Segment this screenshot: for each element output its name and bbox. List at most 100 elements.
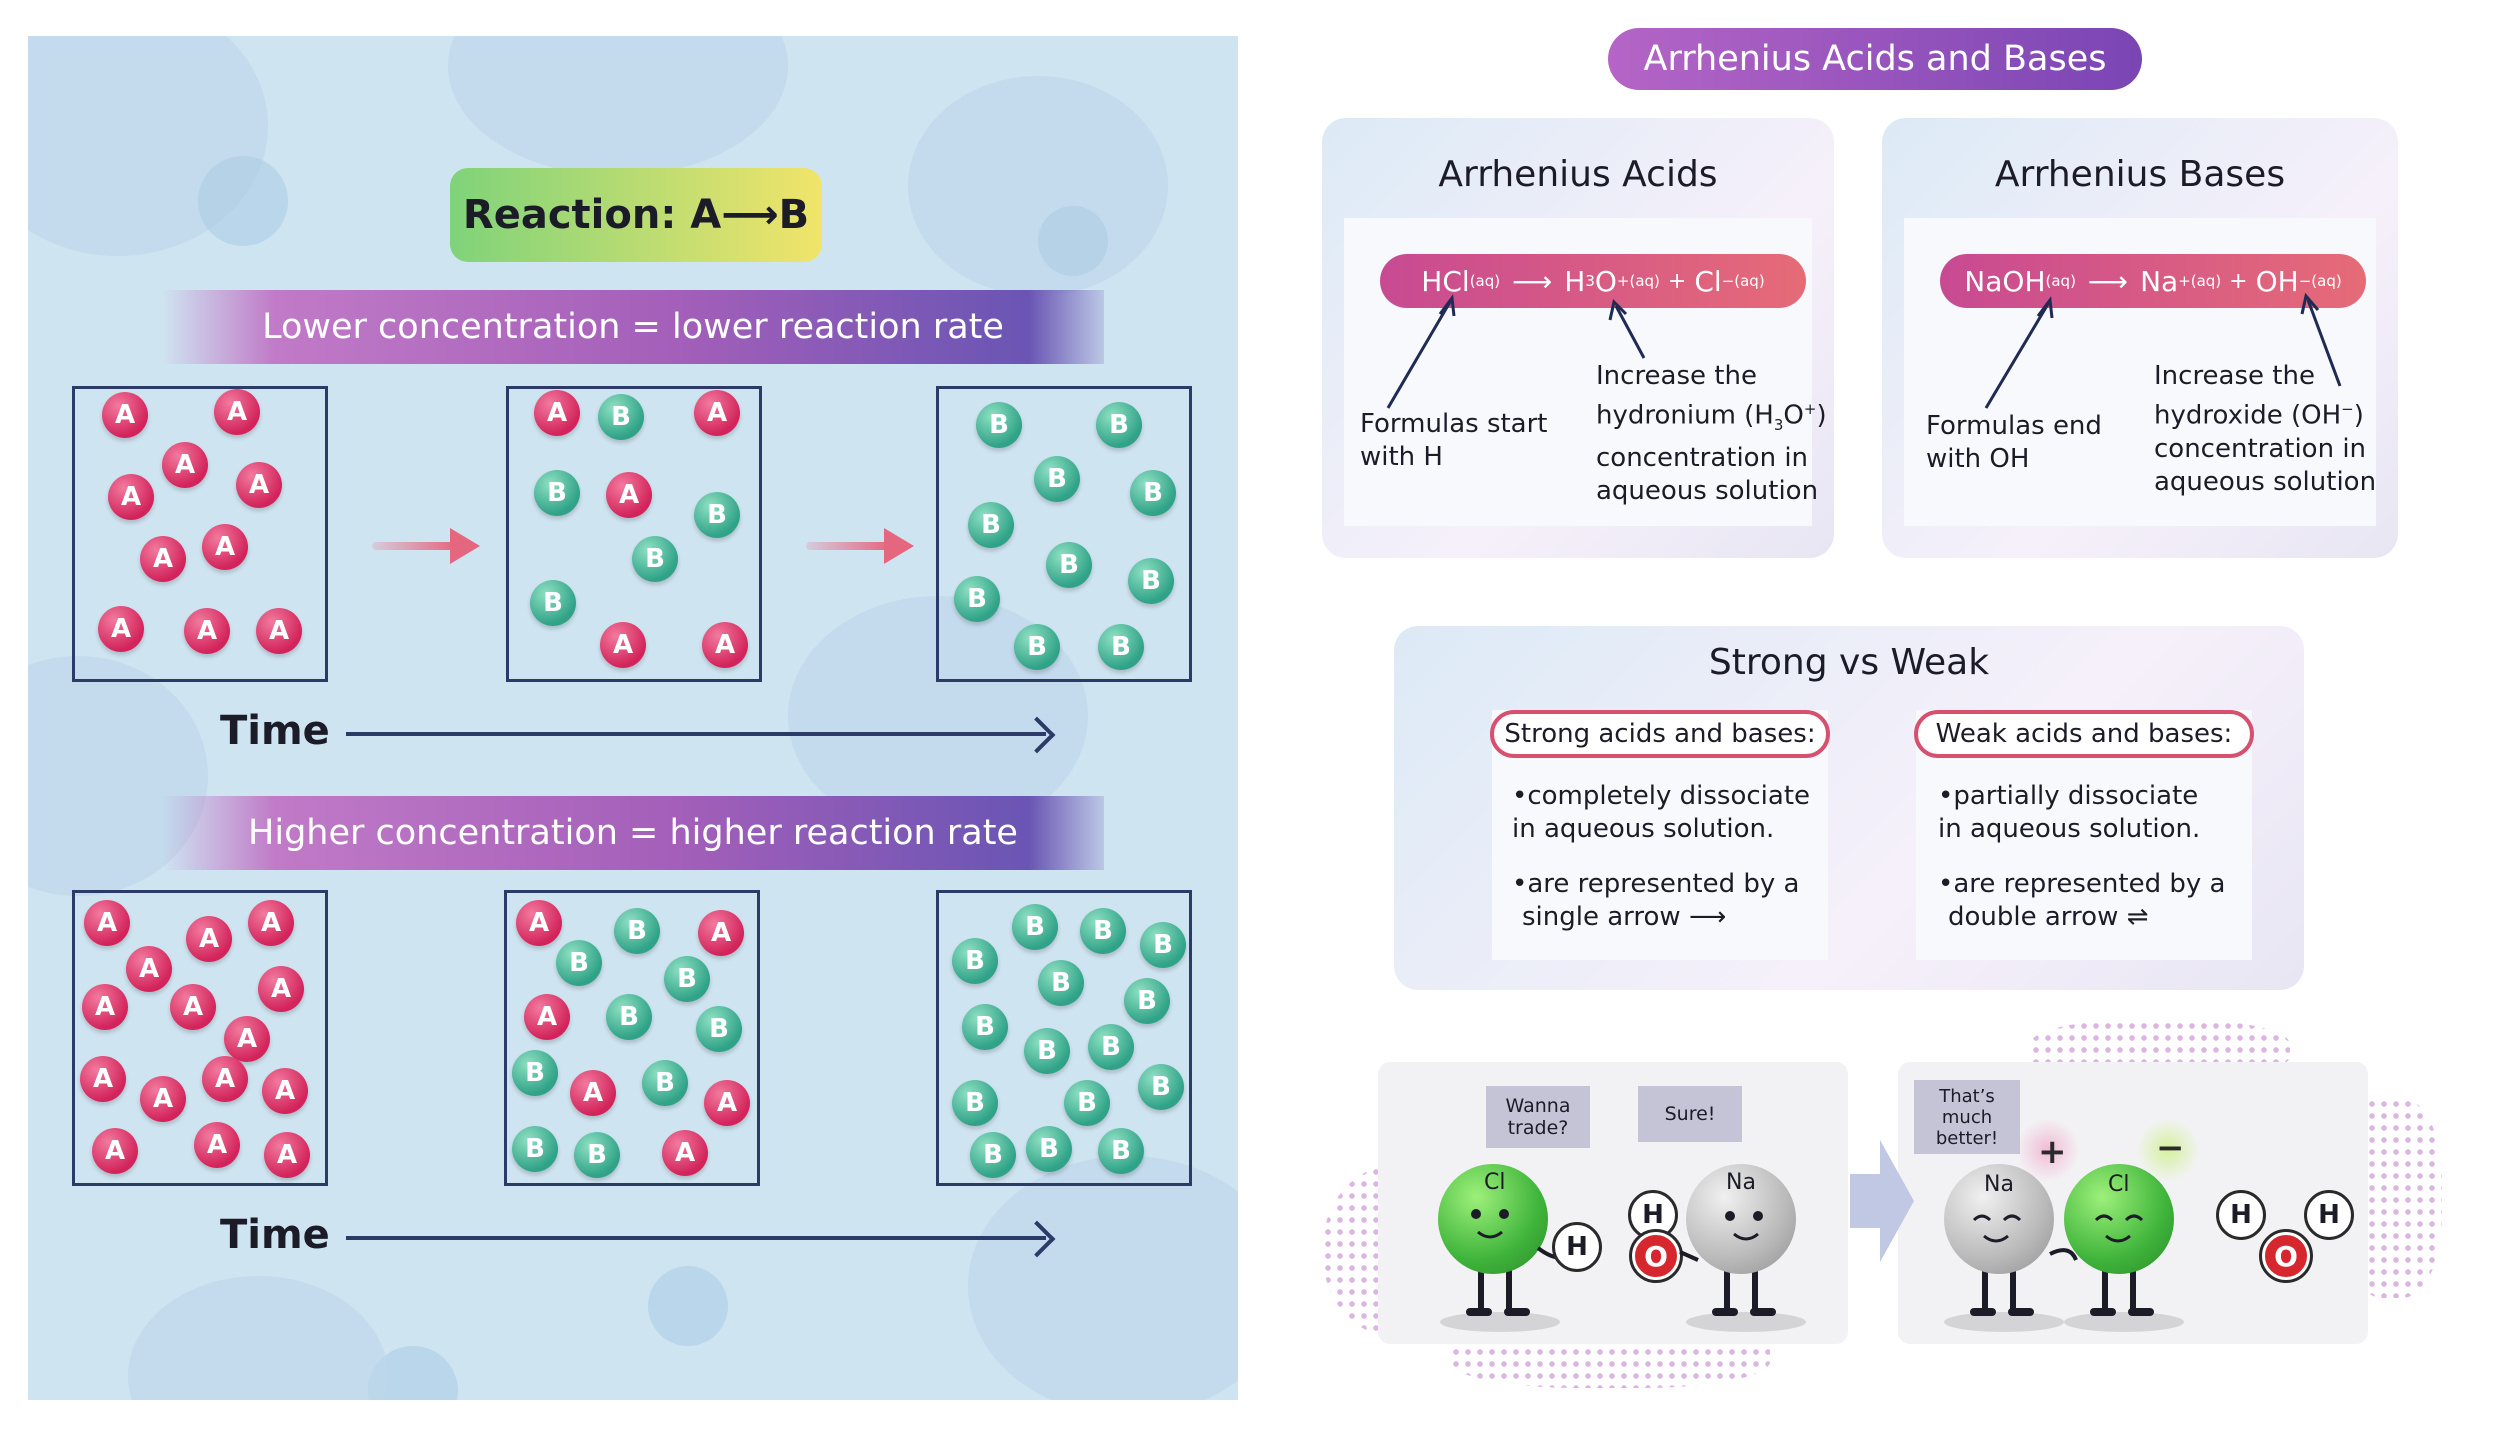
progress-arrow-2 <box>806 542 890 550</box>
bubble1-line1: Wanna <box>1505 1095 1571 1117</box>
base-product2: OH <box>2255 264 2299 298</box>
molecule-a: A <box>236 462 282 508</box>
molecule-a: A <box>108 474 154 520</box>
molecule-b: B <box>1026 1126 1072 1172</box>
chlorine-foot-left <box>1466 1308 1492 1316</box>
chloride-ion-face <box>2049 1214 2144 1261</box>
molecule-b: B <box>512 1050 558 1096</box>
molecule-a: A <box>184 608 230 654</box>
molecule-b: B <box>530 580 576 626</box>
sodium-atom-character <box>1686 1164 1796 1274</box>
molecule-b: B <box>694 492 740 538</box>
weak-bullet-1b: in aqueous solution. <box>1938 814 2201 844</box>
molecule-b: B <box>696 1006 742 1052</box>
molecule-a: A <box>82 984 128 1030</box>
bases-title: Arrhenius Bases <box>1994 154 2286 195</box>
acids-title: Arrhenius Acids <box>1438 154 1718 195</box>
molecule-a: A <box>262 1068 308 1114</box>
base-note-line2: hydroxide (OH−) <box>2154 393 2376 433</box>
molecule-a: A <box>704 1080 750 1126</box>
acid-product2-state: (aq) <box>1734 272 1765 290</box>
chlorine-leg-left <box>1478 1266 1484 1312</box>
base-product1-state: (aq) <box>2190 272 2222 290</box>
acid-note-line2a: hydronium (H <box>1596 400 1774 431</box>
weak-label: Weak acids and bases: <box>1914 710 2254 758</box>
acid-note-line2-sup: + <box>1803 400 1817 418</box>
base-reactant-state: (aq) <box>2045 272 2076 290</box>
acid-product1-charge: + <box>1616 272 1630 290</box>
base-pointer-lines <box>1984 292 2342 409</box>
molecule-b: B <box>970 1132 1016 1178</box>
molecule-a: A <box>170 984 216 1030</box>
sodium-foot-right <box>1750 1308 1776 1316</box>
time-label-bottom: Time <box>220 1212 330 1258</box>
base-note-line2-sup: − <box>2341 400 2354 418</box>
base-note-line2c: ) <box>2353 400 2364 431</box>
acid-note-hydronium: Increase the hydronium (H3O+) concentrat… <box>1596 360 1827 508</box>
molecule-b: B <box>1012 904 1058 950</box>
strong-bullet-2: •are represented by a <box>1512 869 1800 899</box>
molecule-b: B <box>968 502 1014 548</box>
acid-reactant: HCl <box>1421 264 1470 298</box>
sodium-label: Na <box>1726 1170 1756 1195</box>
molecule-a: A <box>140 1076 186 1122</box>
molecule-b: B <box>664 956 710 1002</box>
acid-product1-sub: 3 <box>1585 272 1595 290</box>
acid-note-formula-line2: with H <box>1360 442 1443 472</box>
acid-pointer-lines <box>1386 294 1646 409</box>
acid-note-line2: hydronium (H3O+) <box>1596 393 1827 442</box>
acid-note-line3: concentration in <box>1596 442 1809 473</box>
acid-note-line2c: ) <box>1816 400 1827 431</box>
molecule-a: A <box>256 608 302 654</box>
molecule-b: B <box>598 394 644 440</box>
molecule-a: A <box>524 994 570 1040</box>
sodium-face <box>1679 1211 1763 1262</box>
sodium-ion-foot-right <box>2008 1308 2034 1316</box>
molecule-b: B <box>1096 402 1142 448</box>
weak-bullet-2b: double arrow ⇌ <box>1948 902 2149 932</box>
molecule-b: B <box>614 908 660 954</box>
molecule-a: A <box>516 900 562 946</box>
acid-note-formula: Formulas start with H <box>1360 408 1548 474</box>
molecule-a: A <box>92 1128 138 1174</box>
molecule-b: B <box>1024 1028 1070 1074</box>
acid-product2: Cl <box>1694 264 1722 298</box>
molecule-a: A <box>248 900 294 946</box>
base-note-formula-line1: Formulas end <box>1926 411 2102 441</box>
molecule-a: A <box>258 966 304 1012</box>
molecule-a: A <box>224 1016 270 1062</box>
sodium-ion-character <box>1944 1164 2054 1274</box>
base-note-formula-line2: with OH <box>1926 444 2030 474</box>
sodium-foot-left <box>1712 1308 1738 1316</box>
progress-arrow-1-head <box>450 528 480 564</box>
base-note-hydroxide: Increase the hydroxide (OH−) concentrati… <box>2154 360 2376 499</box>
bases-card: Arrhenius Bases NaOH(aq) ⟶ Na+(aq) + OH−… <box>1882 118 2398 558</box>
molecule-a: A <box>202 1056 248 1102</box>
base-product1: Na <box>2140 264 2179 298</box>
sodium-ion-foot-left <box>1970 1308 1996 1316</box>
hydrogen-atom-held: H <box>1552 1222 1602 1272</box>
molecule-b: B <box>1080 908 1126 954</box>
chloride-ion-foot-right <box>2128 1308 2154 1316</box>
molecule-b: B <box>556 940 602 986</box>
acid-product2-charge: − <box>1721 272 1735 290</box>
chlorine-face <box>1471 1209 1571 1260</box>
base-equation-plus: + <box>2229 268 2248 294</box>
base-equation: NaOH(aq) ⟶ Na+(aq) + OH−(aq) <box>1940 254 2366 308</box>
chlorine-atom-character <box>1438 1164 1548 1274</box>
negative-charge-sign: − <box>2156 1128 2185 1168</box>
molecule-a: A <box>202 524 248 570</box>
positive-charge-sign: + <box>2038 1132 2067 1172</box>
molecule-a: A <box>570 1070 616 1116</box>
strong-bullet-2b: single arrow ⟶ <box>1522 902 1727 932</box>
acid-note-formula-line1: Formulas start <box>1360 409 1548 439</box>
chloride-ion-label: Cl <box>2108 1172 2130 1197</box>
molecule-b: B <box>632 536 678 582</box>
